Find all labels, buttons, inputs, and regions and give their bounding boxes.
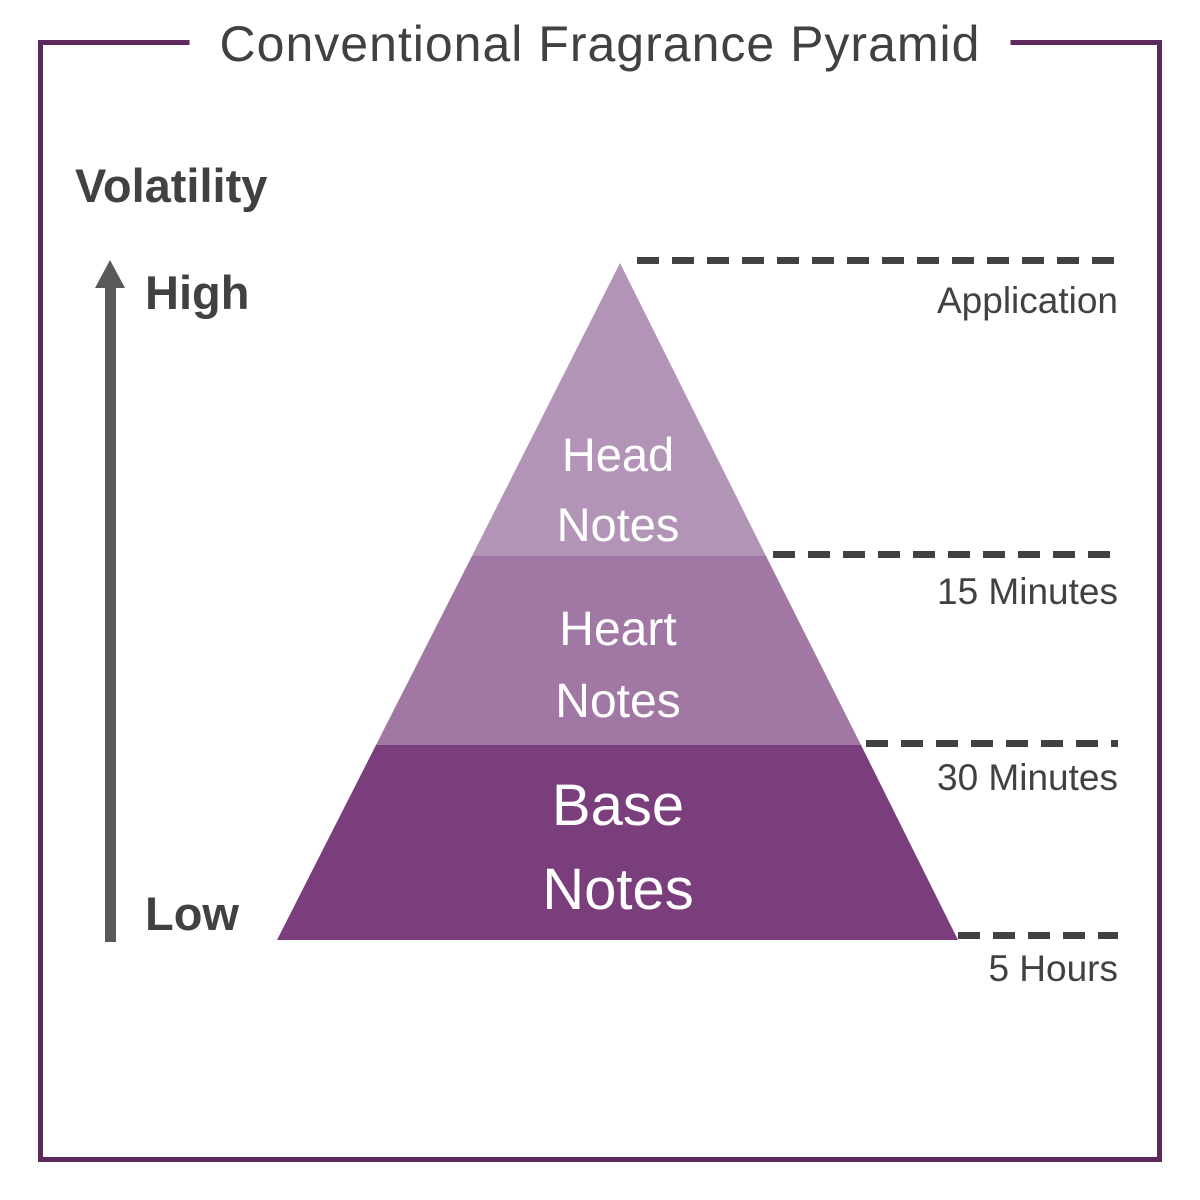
base-notes-label: Base Notes bbox=[542, 764, 694, 932]
head-notes-line2: Notes bbox=[556, 498, 680, 551]
heart-notes-line1: Heart bbox=[559, 603, 677, 656]
timeline-label-application: Application bbox=[936, 280, 1118, 321]
heart-notes-line2: Notes bbox=[555, 675, 681, 728]
base-notes-line2: Notes bbox=[542, 857, 694, 922]
volatility-arrow-shaft bbox=[105, 286, 116, 942]
dashed-line-30-minutes bbox=[866, 740, 1118, 747]
head-notes-line1: Head bbox=[561, 428, 675, 481]
head-notes-label: Head Notes bbox=[557, 420, 680, 560]
timeline-label-30-minutes: 30 Minutes bbox=[937, 757, 1118, 798]
pyramid-layer-base bbox=[277, 745, 958, 940]
volatility-axis-label: Volatility bbox=[75, 159, 268, 212]
pyramid-layer-head bbox=[472, 263, 766, 556]
timeline-label-15-minutes: 15 Minutes bbox=[937, 571, 1118, 612]
pyramid-layer-heart bbox=[376, 556, 861, 745]
base-notes-line1: Base bbox=[551, 773, 685, 838]
dashed-line-15-minutes bbox=[773, 551, 1118, 558]
arrow-up-icon bbox=[95, 260, 125, 288]
heart-notes-label: Heart Notes bbox=[555, 594, 680, 738]
timeline-label-5-hours: 5 Hours bbox=[988, 948, 1118, 989]
axis-high-label: High bbox=[145, 266, 250, 319]
dashed-line-application bbox=[637, 257, 1118, 264]
diagram-title: Conventional Fragrance Pyramid bbox=[189, 14, 1011, 74]
axis-low-label: Low bbox=[145, 887, 239, 940]
dashed-line-5-hours bbox=[958, 932, 1118, 939]
